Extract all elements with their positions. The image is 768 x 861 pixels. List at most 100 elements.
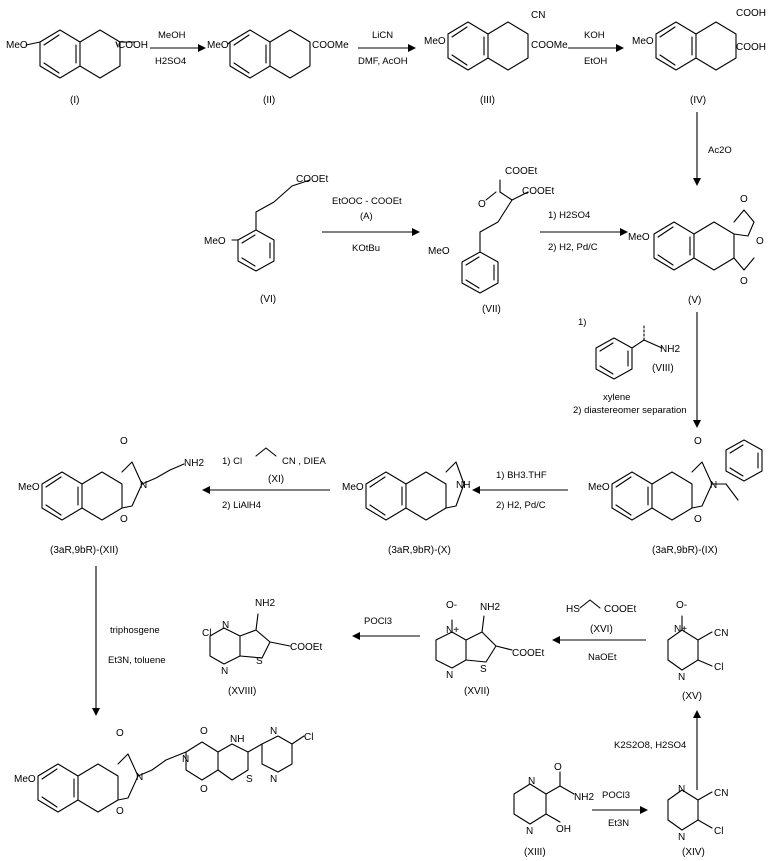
- reagent-9-chloride: 1) Cl: [222, 456, 242, 467]
- arrow-step-6: 1) H2SO4 2) H2, Pd/C: [540, 210, 628, 253]
- compound-IX-n: N: [710, 480, 717, 491]
- final-nh: NH: [230, 734, 244, 745]
- compound-II-meo: MeO: [207, 40, 229, 51]
- reagent-2-bottom: DMF, AcOH: [358, 56, 408, 67]
- compound-XVII-cooet: COOEt: [512, 648, 544, 659]
- compound-IX: O O N MeO (3aR,9bR)-(IX): [588, 436, 763, 556]
- compound-XV-n-plus: N+: [674, 624, 687, 635]
- compound-X-meo: MeO: [342, 482, 364, 493]
- reagent-6-acid: 1) H2SO4: [548, 210, 590, 221]
- compound-VIII-nh2: NH2: [660, 344, 680, 355]
- compound-II-label: (II): [263, 95, 275, 106]
- compound-IX-label: (3aR,9bR)-(IX): [652, 545, 718, 556]
- compound-IX-meo: MeO: [588, 482, 610, 493]
- reagent-5-base: KOtBu: [352, 243, 380, 254]
- compound-XVI-cooet: COOEt: [604, 604, 636, 615]
- compound-XIII-oxo: O: [554, 762, 562, 773]
- compound-XVII-nh2: NH2: [480, 602, 500, 613]
- compound-XV-cl: Cl: [714, 662, 723, 673]
- compound-XIII-n-1: N: [528, 776, 535, 787]
- final-oxo-3: O: [200, 726, 208, 737]
- compound-III-meo: MeO: [424, 36, 446, 47]
- arrow-step-12: HS COOEt (XVI) NaOEt: [552, 599, 646, 663]
- compound-III-coome: COOMe: [531, 40, 568, 51]
- compound-XII-nh2: NH2: [184, 458, 204, 469]
- compound-VI: COOEt MeO (VI): [204, 174, 328, 305]
- compound-VII-meo: MeO: [428, 246, 450, 257]
- final-oxo-4: O: [200, 784, 208, 795]
- final-oxo-1: O: [116, 728, 124, 739]
- compound-X-label: (3aR,9bR)-(X): [388, 545, 451, 556]
- compound-XV-n: N: [678, 672, 685, 683]
- compound-VIII-label: (VIII): [652, 363, 674, 374]
- compound-V: O O O MeO (V): [628, 194, 764, 306]
- compound-I-meo: MeO: [6, 40, 28, 51]
- compound-XIII-nh2: NH2: [574, 792, 594, 803]
- arrow-step-8: 1) BH3.THF 2) H2, Pd/C: [472, 470, 568, 511]
- arrow-step-14: K2S2O8, H2SO4: [614, 710, 701, 790]
- compound-XV-label: (XV): [682, 691, 702, 702]
- compound-XV-cn: CN: [714, 628, 728, 639]
- compound-XII-meo: MeO: [18, 482, 40, 493]
- compound-XVII-n: N: [446, 670, 453, 681]
- compound-IX-oxo-1: O: [694, 436, 702, 447]
- compound-IX-oxo-2: O: [694, 514, 702, 525]
- compound-XIII-n-2: N: [526, 826, 533, 837]
- final-pyrazine-n-2: N: [270, 774, 277, 785]
- compound-IV-cooh-1: COOH: [736, 8, 766, 19]
- compound-VII-cooet-1: COOEt: [505, 166, 537, 177]
- final-oxo-2: O: [116, 806, 124, 817]
- reagent-6-hydrogenation: 2) H2, Pd/C: [548, 242, 598, 253]
- compound-IV-label: (IV): [690, 95, 706, 106]
- arrow-step-11: POCl3: [352, 616, 420, 640]
- compound-IV-meo: MeO: [632, 36, 654, 47]
- compound-XVI-label: (XVI): [590, 624, 613, 635]
- reagent-13-top: POCl3: [602, 790, 630, 801]
- compound-XII-oxo-2: O: [120, 514, 128, 525]
- arrow-step-2: LiCN DMF, AcOH: [358, 30, 416, 67]
- compound-IV-cooh-2: COOH: [736, 42, 766, 53]
- compound-II-coome: COOMe: [312, 40, 349, 51]
- arrow-step-13: POCl3 Et3N: [592, 790, 648, 829]
- final-uracil-n: N: [182, 754, 189, 765]
- compound-XIV-n-1: N: [678, 784, 685, 795]
- reagent-7-solvent: xylene: [603, 392, 630, 403]
- compound-XV: O- N+ N CN Cl (XV): [667, 600, 728, 702]
- compound-XVIII-s: S: [256, 656, 263, 667]
- compound-XVIII-cl: Cl: [202, 628, 211, 639]
- reagent-8-hydrogenation: 2) H2, Pd/C: [496, 500, 546, 511]
- compound-VII: COOEt COOEt O MeO (VII): [428, 166, 554, 315]
- arrow-step-4: Ac2O: [693, 112, 732, 186]
- arrow-step-9: 1) Cl CN , DIEA (XI) 2) LiAlH4: [202, 447, 330, 511]
- final-meo: MeO: [14, 774, 36, 785]
- arrow-step-1: MeOH H2SO4: [150, 30, 206, 67]
- reagent-5-label: (A): [360, 211, 373, 222]
- reagent-2-top: LiCN: [372, 30, 393, 41]
- compound-I-cooh: COOH: [118, 40, 148, 51]
- compound-X: NH MeO (3aR,9bR)-(X): [342, 461, 470, 556]
- compound-XVIII-n-2: N: [221, 666, 228, 677]
- compound-I-label: (I): [70, 95, 79, 106]
- final-pyrazine-n-1: N: [270, 726, 277, 737]
- reagent-10-conditions: Et3N, toluene: [108, 655, 166, 666]
- compound-XVII-s: S: [480, 664, 487, 675]
- compound-XVIII-label: (XVIII): [228, 686, 256, 697]
- arrow-step-5: EtOOC - COOEt (A) KOtBu: [322, 196, 420, 254]
- compound-XII-label: (3aR,9bR)-(XII): [50, 545, 118, 556]
- reagent-8-reduction: 1) BH3.THF: [496, 470, 547, 481]
- compound-V-label: (V): [688, 295, 701, 306]
- reagent-7-step-1: 1): [578, 317, 586, 328]
- compound-V-oxo-1: O: [740, 194, 748, 205]
- compound-XII: O O N NH2 MeO (3aR,9bR)-(XII): [18, 436, 204, 556]
- reagent-9-nitrile: CN , DIEA: [282, 456, 326, 467]
- compound-XVIII-n-1: N: [222, 620, 229, 631]
- compound-VI-cooet: COOEt: [296, 174, 328, 185]
- compound-XIV-cn: CN: [714, 788, 728, 799]
- compound-XIV-label: (XIV): [682, 847, 705, 858]
- compound-XV-oxide: O-: [676, 600, 687, 611]
- compound-XIII-label: (XIII): [524, 847, 546, 858]
- compound-XIII: N N NH2 OH O (XIII): [513, 762, 594, 858]
- final-s: S: [246, 774, 253, 785]
- compound-VI-label: (VI): [260, 294, 276, 305]
- reagent-10-triphosgene: triphosgene: [110, 625, 160, 636]
